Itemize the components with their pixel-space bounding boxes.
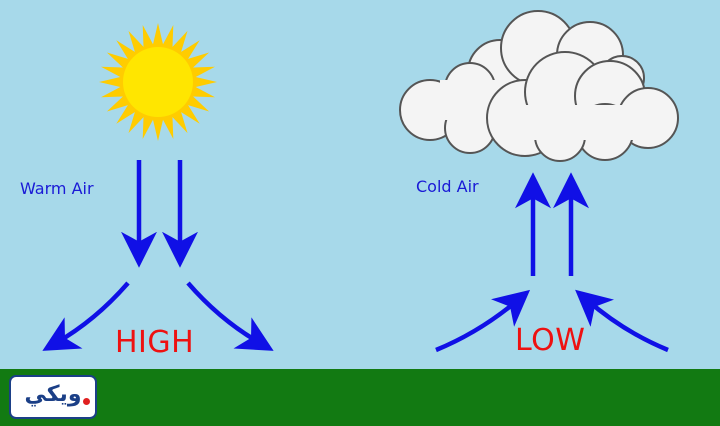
- logo-text: ويكي: [24, 382, 82, 407]
- logo-icon: ويكي: [9, 375, 97, 419]
- warm-air-label: Warm Air: [20, 179, 94, 198]
- low-pressure-label: LOW: [515, 323, 586, 358]
- logo-dot: [83, 398, 90, 405]
- sun-icon: [99, 23, 217, 141]
- high-pressure-label: HIGH: [115, 325, 195, 360]
- cloud-front: [486, 51, 679, 162]
- low-inflow-arrow-right: [575, 289, 669, 353]
- high-outflow-arrow-right: [186, 281, 274, 351]
- low-inflow-arrow-left: [435, 289, 531, 353]
- sun-core: [123, 47, 193, 117]
- high-outflow-arrow-left: [42, 281, 130, 351]
- ground: [0, 369, 720, 426]
- cloud-icon: [399, 10, 679, 162]
- cold-air-label: Cold Air: [416, 177, 479, 196]
